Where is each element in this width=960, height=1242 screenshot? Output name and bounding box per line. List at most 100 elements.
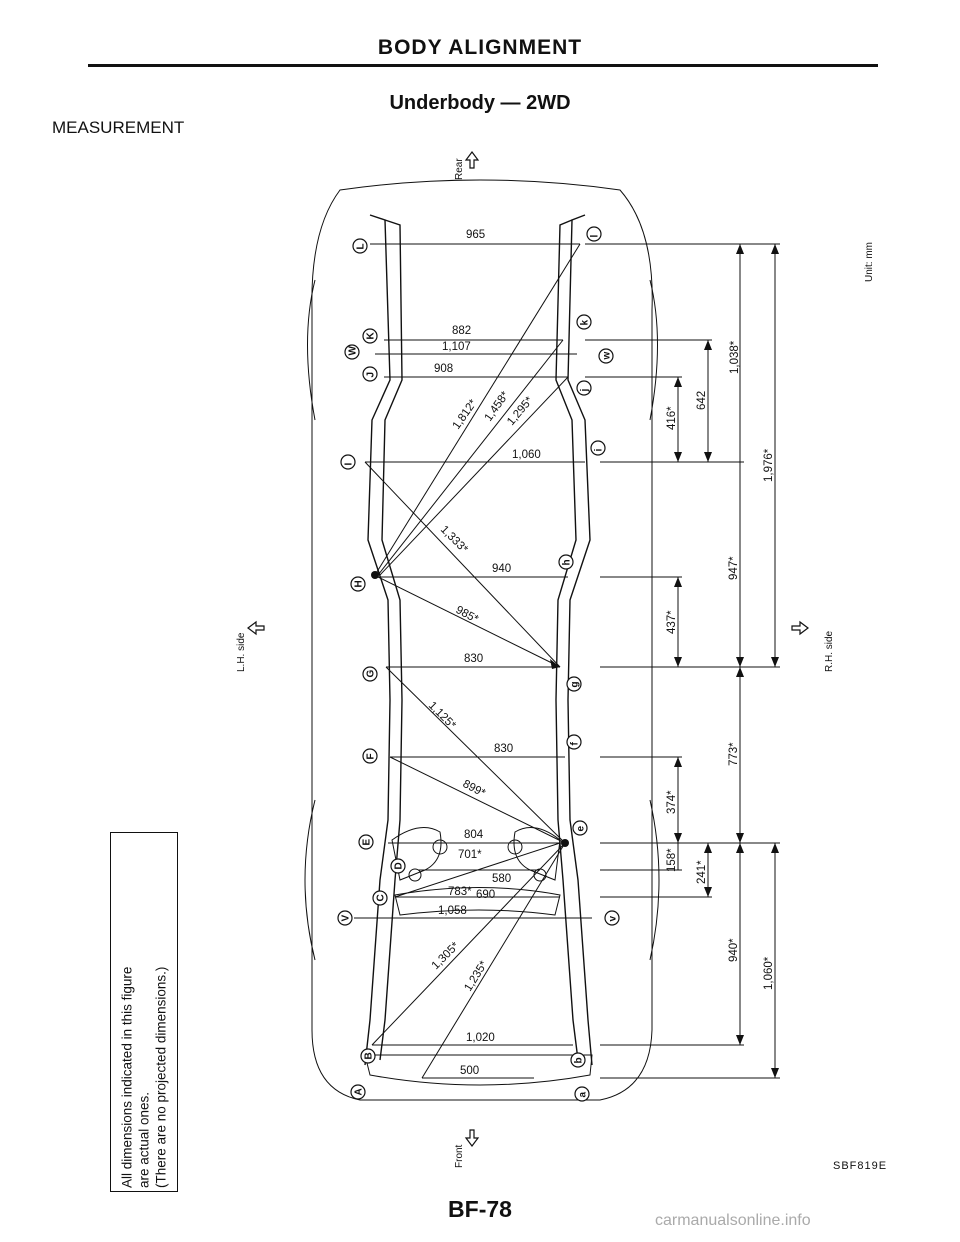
front-arrow-icon: [464, 1129, 480, 1147]
body-outline: [311, 179, 653, 1101]
point-label-left-7: F: [366, 753, 377, 759]
vert-374: 374*: [666, 790, 678, 814]
point-marker-right-4: [590, 440, 606, 456]
point-label-left-2: W: [348, 346, 359, 356]
arrowhead: [550, 659, 560, 669]
point-label-right-8: e: [576, 826, 587, 832]
wheel-arch-rr: [649, 279, 658, 421]
vert-1038: 1,038*: [729, 340, 741, 374]
arrowhead: [704, 452, 712, 462]
point-marker-right-6: [566, 676, 582, 692]
width-830b: 830: [494, 743, 513, 755]
point-marker-right-9: [604, 910, 620, 926]
arrowhead: [736, 1035, 744, 1045]
point-label-left-9: D: [394, 862, 405, 869]
note-line-3: (There are no projected dimensions.): [153, 966, 169, 1188]
width-882: 882: [452, 325, 471, 337]
vert-437: 437*: [666, 610, 678, 634]
mount-hole: [408, 868, 422, 882]
point-label-left-0: L: [356, 243, 367, 249]
lh-arrow-icon: [247, 620, 265, 636]
vert-1060: 1,060*: [763, 956, 775, 990]
diag-1333: 1,333*: [438, 524, 470, 556]
point-label-right-5: h: [562, 559, 573, 565]
width-830a: 830: [464, 653, 483, 665]
arrowhead: [674, 657, 682, 667]
diag-line-783: [394, 842, 561, 898]
width-701: 701*: [458, 849, 482, 861]
point-label-left-6: G: [366, 670, 377, 678]
point-marker-left-8: [358, 834, 374, 850]
diag-line-1305: [371, 842, 566, 1046]
right-frame-rail: [567, 214, 593, 1066]
diag-899: 899*: [461, 778, 488, 800]
point-marker-left-6: [362, 666, 378, 682]
point-label-left-4: I: [344, 463, 355, 466]
diagram-subtitle: Underbody — 2WD: [389, 92, 571, 114]
wheel-arch-fl: [304, 799, 316, 961]
point-label-left-3: J: [366, 372, 377, 378]
arrowhead: [771, 843, 779, 853]
point-marker-right-10: [570, 1052, 586, 1068]
point-marker-left-13: [350, 1084, 366, 1100]
right-suspension-bracket: [513, 827, 561, 881]
rear-arrow-icon: [464, 151, 480, 169]
point-label-right-10: b: [574, 1057, 585, 1063]
arrowhead: [674, 377, 682, 387]
arrowhead: [704, 340, 712, 350]
width-965: 965: [466, 229, 485, 241]
vert-947: 947*: [728, 556, 740, 580]
point-label-right-11: a: [578, 1092, 589, 1098]
width-1020: 1,020: [466, 1032, 495, 1044]
width-940: 940: [492, 563, 511, 575]
point-marker-left-5: [350, 576, 366, 592]
rh-side-label: R.H. side: [824, 630, 835, 672]
page-number: BF-78: [448, 1196, 512, 1222]
watermark: carmanualsonline.info: [655, 1212, 811, 1229]
note-line-2: are actual ones.: [136, 1091, 152, 1188]
arrowhead: [674, 577, 682, 587]
wheel-arch-rl: [307, 279, 316, 421]
diag-985: 985*: [454, 604, 481, 626]
point-marker-left-0: [352, 238, 368, 254]
rh-arrow-icon: [791, 620, 809, 636]
mount-hole: [533, 868, 547, 882]
lh-side-label: L.H. side: [236, 632, 247, 672]
page-header: BODY ALIGNMENT: [377, 36, 583, 59]
diag-1125: 1,125*: [426, 700, 458, 732]
left-suspension-bracket: [391, 827, 442, 881]
point-marker-right-1: [576, 314, 592, 330]
vert-773: 773*: [728, 742, 740, 766]
width-580: 580: [492, 873, 511, 885]
diag-1812: 1,812*: [451, 397, 480, 432]
point-label-left-13: A: [354, 1088, 365, 1095]
diag-line-1235: [421, 842, 566, 1079]
point-marker-left-11: [337, 910, 353, 926]
point-label-right-0: l: [590, 235, 601, 238]
point-marker-right-8: [572, 820, 588, 836]
point-label-right-4: i: [594, 449, 605, 452]
mount-hole: [507, 839, 523, 855]
diag-line-1333: [364, 461, 561, 668]
arrowhead: [736, 657, 744, 667]
width-690: 690: [476, 889, 495, 901]
point-marker-left-4: [340, 454, 356, 470]
point-marker-right-11: [574, 1086, 590, 1102]
vert-642: 642: [696, 391, 708, 410]
arrowhead: [771, 1068, 779, 1078]
vert-940: 940*: [728, 938, 740, 962]
front-crossmember: [364, 1054, 593, 1086]
front-cross-bracket: [394, 887, 561, 916]
point-marker-left-3: [362, 366, 378, 382]
diag-1295: 1,295*: [505, 394, 536, 428]
point-marker-left-12: [360, 1048, 376, 1064]
diag-line-1125: [385, 666, 566, 844]
width-804: 804: [464, 829, 484, 841]
unit-label: Unit: mm: [864, 242, 875, 282]
point-label-right-9: v: [608, 916, 619, 922]
note-line-1: All dimensions indicated in this figure: [119, 966, 135, 1188]
point-marker-right-2: [598, 348, 614, 364]
width-783: 783*: [448, 886, 472, 898]
point-marker-right-3: [576, 380, 592, 396]
